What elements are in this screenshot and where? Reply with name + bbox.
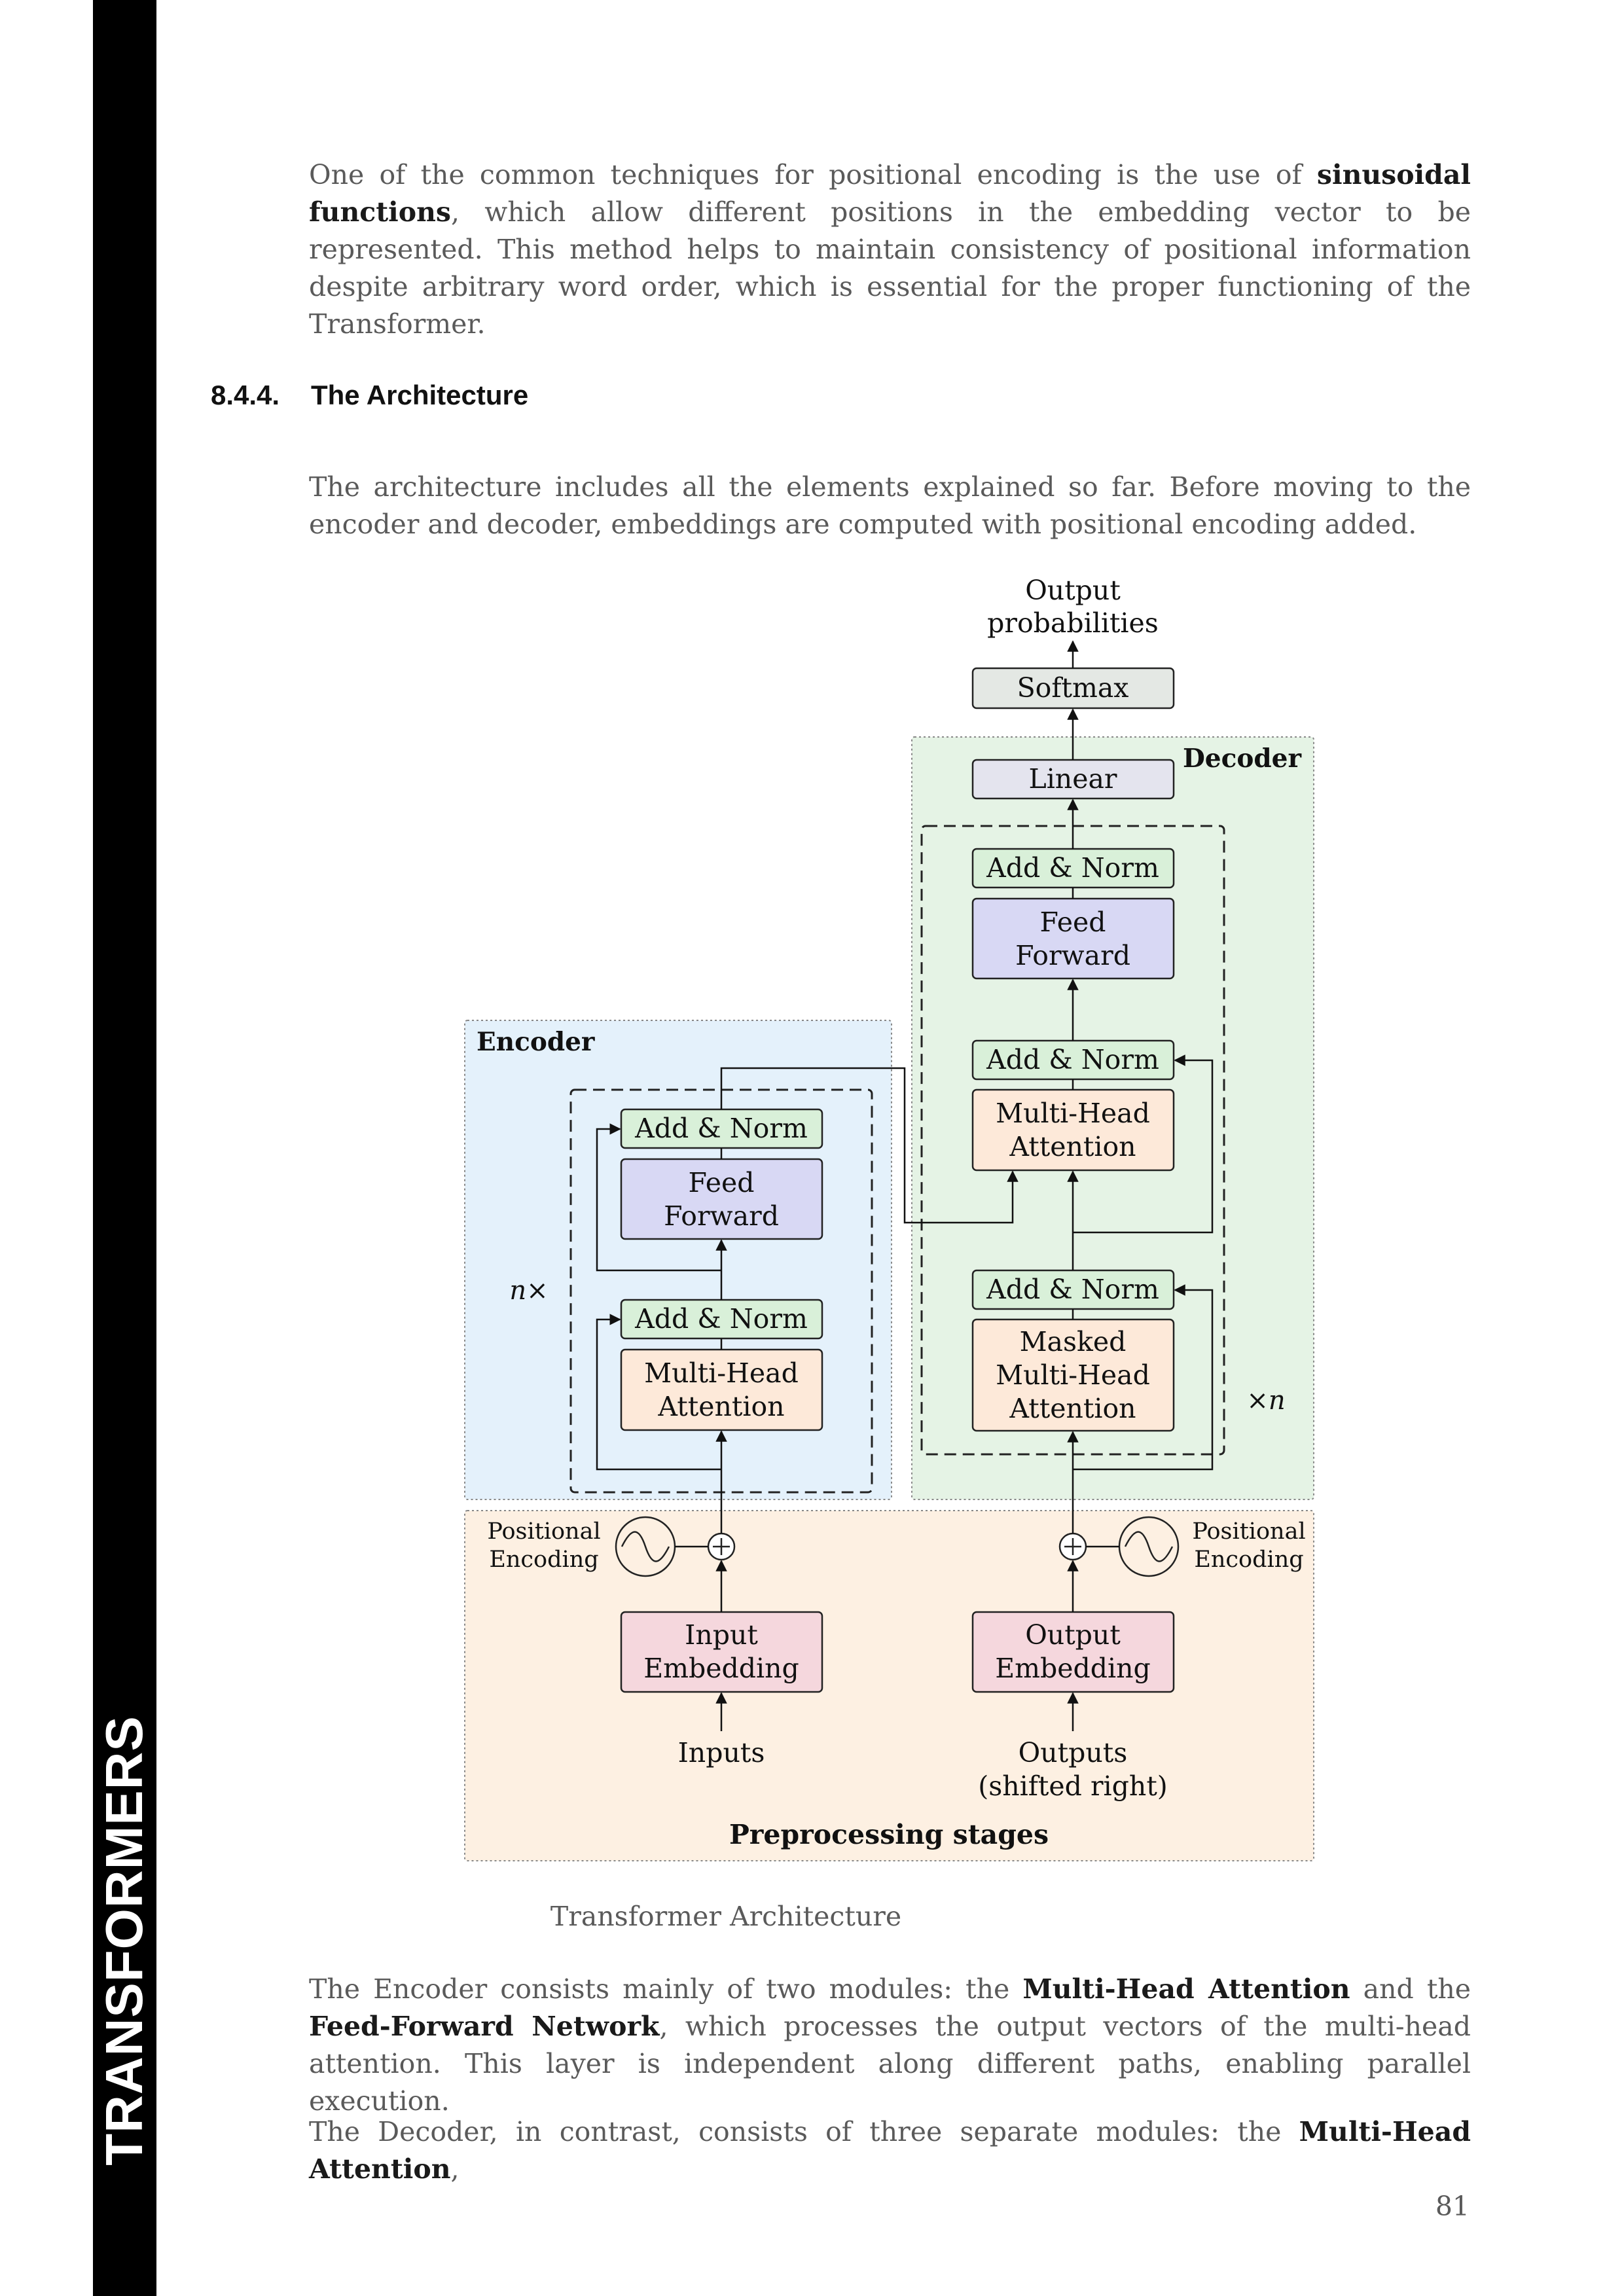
masked-attention-label: Multi-Head bbox=[996, 1359, 1150, 1391]
output-probabilities-label: probabilities bbox=[987, 607, 1159, 639]
positional-encoding-label-right: Positional bbox=[1192, 1518, 1305, 1545]
encoder-label: Encoder bbox=[477, 1027, 595, 1057]
text-span: The Decoder, in contrast, consists of th… bbox=[309, 2116, 1299, 2147]
softmax-label: Softmax bbox=[1017, 672, 1129, 704]
outputs-label: Outputs bbox=[1019, 1737, 1128, 1768]
bold-term: Multi-Head Attention bbox=[1022, 1973, 1350, 2005]
output-probabilities-label: Output bbox=[1025, 575, 1121, 606]
text-span: The Encoder consists mainly of two modul… bbox=[309, 1973, 1023, 2005]
encoder-repeat-label: n× bbox=[509, 1276, 548, 1306]
input-embedding-label: Input bbox=[685, 1619, 758, 1651]
add-norm-label: Add & Norm bbox=[986, 1044, 1159, 1075]
bold-term: Multi-Head Attention bbox=[309, 2116, 1471, 2185]
masked-attention-label: Attention bbox=[1009, 1393, 1136, 1424]
outputs-label: (shifted right) bbox=[978, 1770, 1168, 1802]
sum-icon bbox=[707, 1532, 736, 1561]
attention-label: Multi-Head bbox=[996, 1098, 1150, 1129]
text-span: , which processes the output vectors of … bbox=[309, 2011, 1471, 2117]
output-embedding-label: Embedding bbox=[995, 1653, 1151, 1684]
bold-term: sinusoidal functions bbox=[309, 159, 1471, 228]
attention-label: Multi-Head bbox=[644, 1357, 799, 1389]
positional-encoding-label-left: Encoding bbox=[489, 1547, 598, 1573]
page-number: 81 bbox=[1435, 2191, 1470, 2222]
add-norm-label: Add & Norm bbox=[634, 1113, 808, 1144]
preprocessing-label: Preprocessing stages bbox=[729, 1819, 1049, 1850]
decoder-label: Decoder bbox=[1183, 744, 1301, 774]
positional-encoding-label-right: Encoding bbox=[1194, 1547, 1303, 1573]
side-bar bbox=[93, 0, 156, 2296]
paragraph-decoder: The Decoder, in contrast, consists of th… bbox=[309, 2113, 1471, 2188]
linear-label: Linear bbox=[1028, 763, 1117, 795]
text-span: , bbox=[450, 2153, 460, 2185]
bold-term: Feed-Forward Network bbox=[309, 2011, 660, 2042]
attention-label: Attention bbox=[657, 1391, 784, 1422]
text-span: and the bbox=[1350, 1973, 1471, 2005]
positional-encoding-label-left: Positional bbox=[487, 1518, 600, 1545]
paragraph-encoder: The Encoder consists mainly of two modul… bbox=[309, 1971, 1471, 2120]
add-norm-label: Add & Norm bbox=[986, 1274, 1159, 1305]
feed-forward-label: Forward bbox=[1015, 940, 1130, 971]
attention-label: Attention bbox=[1009, 1131, 1136, 1162]
text-span: One of the common techniques for positio… bbox=[309, 159, 1317, 190]
input-embedding-label: Embedding bbox=[643, 1653, 799, 1684]
section-number: 8.4.4. bbox=[211, 380, 280, 410]
text-span: , which allow different positions in the… bbox=[309, 196, 1471, 340]
masked-attention-label: Masked bbox=[1020, 1326, 1127, 1357]
decoder-repeat-label: ×n bbox=[1246, 1386, 1285, 1416]
paragraph-positional-encoding: One of the common techniques for positio… bbox=[309, 156, 1471, 343]
inputs-label: Inputs bbox=[678, 1737, 765, 1768]
section-title: The Architecture bbox=[311, 380, 529, 410]
add-norm-label: Add & Norm bbox=[634, 1303, 808, 1335]
feed-forward-label: Feed bbox=[1040, 906, 1106, 938]
paragraph-architecture-intro: The architecture includes all the elemen… bbox=[309, 471, 1471, 540]
output-embedding-label: Output bbox=[1025, 1619, 1121, 1651]
connector-lines bbox=[596, 640, 1214, 1731]
feed-forward-label: Forward bbox=[664, 1200, 779, 1232]
figure-caption: Transformer Architecture bbox=[550, 1901, 902, 1932]
feed-forward-label: Feed bbox=[689, 1167, 755, 1198]
add-norm-label: Add & Norm bbox=[986, 852, 1159, 884]
preprocessing-region bbox=[464, 1510, 1314, 1861]
sum-icon bbox=[1058, 1532, 1087, 1561]
